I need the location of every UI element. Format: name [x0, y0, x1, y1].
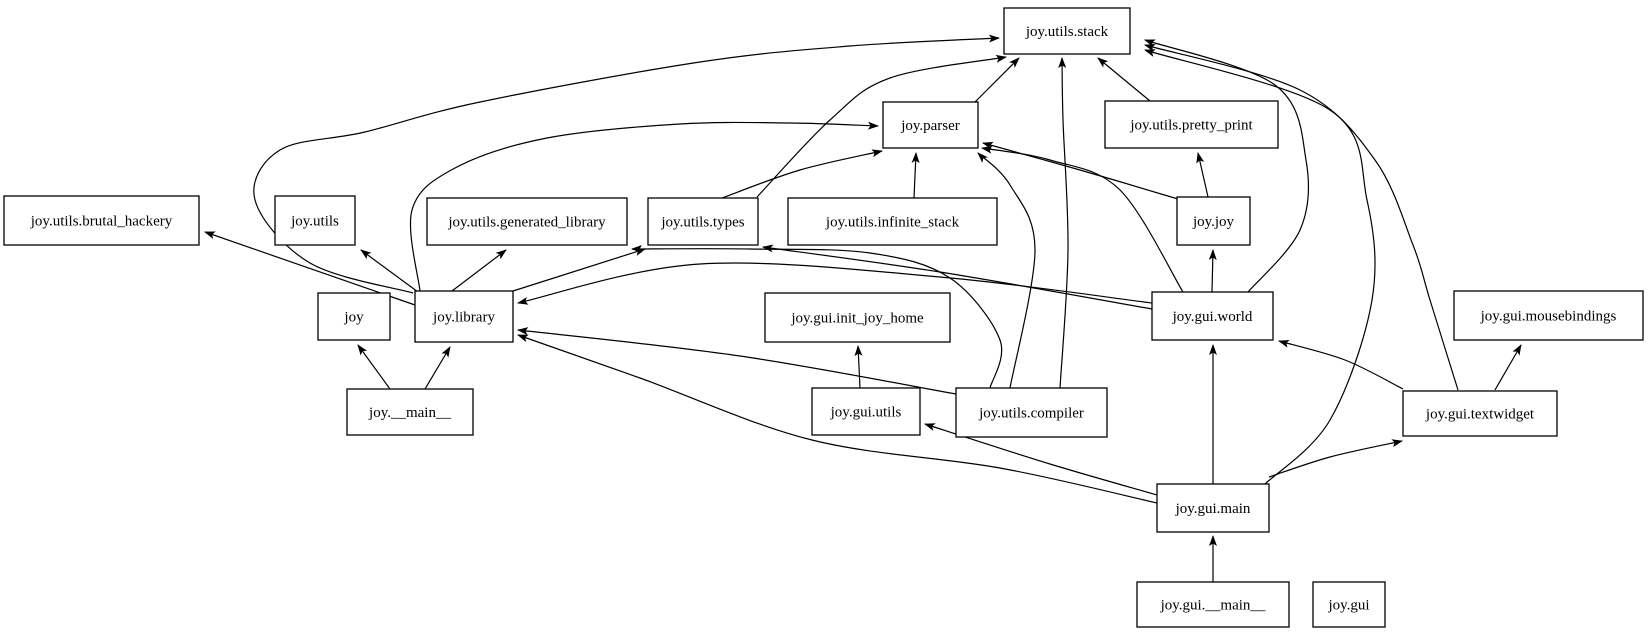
node-joy-utils-pretty-print: joy.utils.pretty_print — [1104, 100, 1279, 149]
node-joy-utils-types: joy.utils.types — [647, 197, 759, 246]
edge-joy-utils-compiler-to-joy-utils-stack — [1058, 57, 1069, 389]
edge-joy-library-to-joy-utils-types — [512, 248, 646, 292]
node-label-joy-gui-main: joy.gui.main — [1175, 501, 1251, 517]
node-box-joy-gui-utils — [811, 387, 921, 436]
edge-joy-library-to-joy-utils-generated-library — [451, 249, 507, 292]
node-joy-main: joy.__main__ — [346, 388, 474, 436]
node-label-joy-utils-brutal-hackery: joy.utils.brutal_hackery — [30, 214, 173, 230]
node-joy-parser: joy.parser — [882, 101, 979, 149]
node-label-joy-utils-generated-library: joy.utils.generated_library — [447, 215, 606, 231]
node-label-joy-gui-textwidget: joy.gui.textwidget — [1425, 407, 1535, 423]
node-joy-library: joy.library — [414, 290, 514, 343]
edge-joy-gui-main-to-joy-gui-utils — [924, 423, 1158, 496]
node-label-joy: joy — [343, 310, 364, 326]
node-box-joy-utils — [274, 195, 356, 246]
node-label-joy-library: joy.library — [432, 310, 495, 326]
node-box-joy-utils-generated-library — [426, 197, 628, 246]
node-box-joy-main — [346, 388, 474, 436]
node-joy-gui-init-joy-home: joy.gui.init_joy_home — [764, 292, 951, 343]
edge-joy-joy-to-joy-parser — [982, 141, 1179, 200]
edge-joy-gui-world-to-joy-utils-types — [762, 244, 1153, 310]
node-box-joy-utils-stack — [1003, 7, 1131, 55]
node-label-joy-gui-main: joy.gui.__main__ — [1160, 598, 1266, 614]
nodes-layer: joy.utils.stack joy.parser joy.utils.prett… — [3, 7, 1644, 628]
node-joy-utils-infinite-stack: joy.utils.infinite_stack — [787, 197, 998, 246]
edge-joy-gui-main-to-joy-gui-textwidget — [1268, 439, 1403, 478]
edge-joy-gui-textwidget-to-joy-utils-stack — [1144, 43, 1459, 391]
edge-joy-gui-main-to-joy-utils-stack — [1144, 49, 1376, 485]
edge-joy-gui-textwidget-to-joy-gui-world — [1278, 339, 1404, 390]
edge-joy-joy-to-joy-utils-pretty-print — [1196, 152, 1209, 198]
node-joy-gui-utils: joy.gui.utils — [811, 387, 921, 436]
node-joy-gui: joy.gui — [1312, 581, 1386, 628]
node-joy-utils-brutal-hackery: joy.utils.brutal_hackery — [3, 195, 200, 246]
node-label-joy-utils: joy.utils — [290, 214, 339, 230]
node-label-joy-main: joy.__main__ — [368, 405, 451, 421]
node-box-joy-gui-init-joy-home — [764, 292, 951, 343]
edge-joy-gui-textwidget-to-joy-gui-mousebindings — [1494, 344, 1522, 391]
edge-joy-gui-world-to-joy-parser — [981, 145, 1184, 293]
node-box-joy-utils-brutal-hackery — [3, 195, 200, 246]
node-joy: joy — [317, 292, 391, 341]
node-box-joy-utils-infinite-stack — [787, 197, 998, 246]
node-label-joy-joy: joy.joy — [1192, 214, 1235, 230]
node-box-joy-joy — [1176, 196, 1251, 246]
node-joy-utils-stack: joy.utils.stack — [1003, 7, 1131, 55]
node-label-joy-utils-stack: joy.utils.stack — [1025, 24, 1109, 40]
node-box-joy-parser — [882, 101, 979, 149]
node-joy-gui-main: joy.gui.__main__ — [1136, 581, 1290, 628]
node-joy-utils: joy.utils — [274, 195, 356, 246]
node-label-joy-gui-world: joy.gui.world — [1172, 309, 1253, 325]
edge-joy-library-to-joy-utils — [360, 249, 419, 293]
node-joy-gui-textwidget: joy.gui.textwidget — [1402, 390, 1558, 437]
node-joy-joy: joy.joy — [1176, 196, 1251, 246]
node-box-joy-gui-world — [1151, 291, 1274, 341]
node-label-joy-gui-mousebindings: joy.gui.mousebindings — [1480, 309, 1617, 325]
edge-joy-utils-types-to-joy-utils-stack — [756, 54, 1007, 198]
node-box-joy-gui — [1312, 581, 1386, 628]
node-label-joy-parser: joy.parser — [900, 118, 960, 134]
edge-joy-parser-to-joy-utils-stack — [974, 57, 1020, 103]
node-joy-gui-mousebindings: joy.gui.mousebindings — [1453, 290, 1644, 341]
node-box-joy-utils-types — [647, 197, 759, 246]
edge-joy-gui-main-to-joy-library — [517, 334, 1158, 504]
node-box-joy-utils-pretty-print — [1104, 100, 1279, 149]
node-box-joy — [317, 292, 391, 341]
edge-joy-utils-pretty-print-to-joy-utils-stack — [1097, 57, 1151, 102]
node-label-joy-utils-pretty-print: joy.utils.pretty_print — [1129, 118, 1253, 134]
node-joy-gui-main: joy.gui.main — [1156, 483, 1270, 533]
edge-joy-gui-world-to-joy-library — [517, 262, 1153, 305]
node-label-joy-utils-infinite-stack: joy.utils.infinite_stack — [825, 215, 960, 231]
node-label-joy-gui-utils: joy.gui.utils — [830, 405, 902, 421]
edge-joy-utils-types-to-joy-parser — [721, 149, 883, 199]
node-joy-gui-world: joy.gui.world — [1151, 291, 1274, 341]
edge-joy-library-to-joy-parser — [409, 121, 879, 292]
edge-joy-utils-compiler-to-joy-parser — [977, 152, 1036, 389]
edge-joy-main-to-joy-library — [424, 346, 451, 390]
edge-joy-gui-world-to-joy-utils-stack — [1144, 39, 1310, 293]
edge-joy-gui-world-to-joy-joy — [1208, 249, 1217, 293]
node-joy-utils-compiler: joy.utils.compiler — [955, 387, 1108, 438]
node-box-joy-gui-main — [1156, 483, 1270, 533]
node-joy-utils-generated-library: joy.utils.generated_library — [426, 197, 628, 246]
edge-joy-utils-compiler-to-joy-utils-generated-library — [631, 244, 1003, 389]
edges-layer — [204, 34, 1522, 582]
node-label-joy-gui: joy.gui — [1327, 598, 1369, 614]
edge-joy-gui-utils-to-joy-gui-init-joy-home — [854, 345, 863, 389]
node-box-joy-gui-mousebindings — [1453, 290, 1644, 341]
node-label-joy-utils-compiler: joy.utils.compiler — [978, 406, 1084, 422]
node-box-joy-library — [414, 290, 514, 343]
edge-joy-main-to-joy — [357, 344, 391, 390]
edge-joy-utils-compiler-to-joy-library — [517, 327, 957, 395]
edge-joy-utils-infinite-stack-to-joy-parser — [911, 152, 920, 199]
node-box-joy-gui-textwidget — [1402, 390, 1558, 437]
node-label-joy-utils-types: joy.utils.types — [660, 215, 744, 231]
node-box-joy-utils-compiler — [955, 387, 1108, 438]
node-label-joy-gui-init-joy-home: joy.gui.init_joy_home — [790, 311, 924, 327]
node-box-joy-gui-main — [1136, 581, 1290, 628]
